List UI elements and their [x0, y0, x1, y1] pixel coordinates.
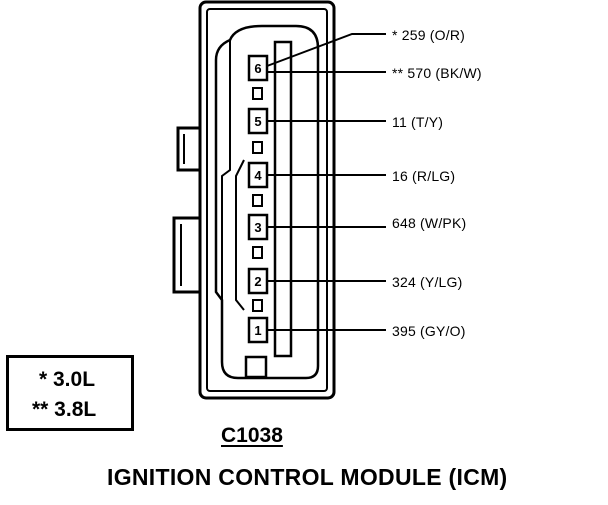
pin-6-box — [247, 54, 269, 82]
engine-legend: * 3.0L ** 3.8L — [6, 355, 134, 431]
leader-line-259 — [266, 33, 386, 67]
pin-spacer — [252, 141, 263, 154]
pin-spacer — [252, 194, 263, 207]
wire-label: 324 (Y/LG) — [392, 274, 463, 290]
wire-label: 648 (W/PK) — [392, 215, 467, 231]
pin-number: 2 — [254, 274, 261, 289]
legend-line-3-0l: * 3.0L — [39, 368, 96, 391]
module-title: IGNITION CONTROL MODULE (ICM) — [107, 464, 508, 490]
pin-spacer — [252, 246, 263, 259]
pin-number: 1 — [254, 323, 261, 338]
bottom-tab — [244, 355, 268, 379]
pin-spacer — [252, 299, 263, 312]
legend-line-3-8l: ** 3.8L — [32, 398, 97, 421]
pin-number: 4 — [254, 168, 262, 183]
cavity-step-right — [235, 159, 245, 311]
pin-number: 3 — [254, 220, 261, 235]
cavity-step-left — [221, 40, 231, 300]
wire-label: 395 (GY/O) — [392, 323, 466, 339]
pin-spacer — [252, 87, 263, 100]
wire-label: * 259 (O/R) — [392, 27, 465, 43]
wire-label: 11 (T/Y) — [392, 114, 444, 130]
lower-latch — [172, 216, 200, 294]
pin-number: 6 — [254, 61, 261, 76]
pin-cavity — [214, 24, 320, 380]
wire-label: 16 (R/LG) — [392, 168, 456, 184]
connector-housing-outer — [198, 0, 336, 400]
connector-housing-inner — [206, 8, 328, 392]
upper-latch — [176, 126, 200, 172]
pin-number: 5 — [254, 114, 261, 129]
lock-bar — [273, 40, 293, 358]
connector-id: C1038 — [221, 424, 283, 447]
wire-label: ** 570 (BK/W) — [392, 65, 482, 81]
